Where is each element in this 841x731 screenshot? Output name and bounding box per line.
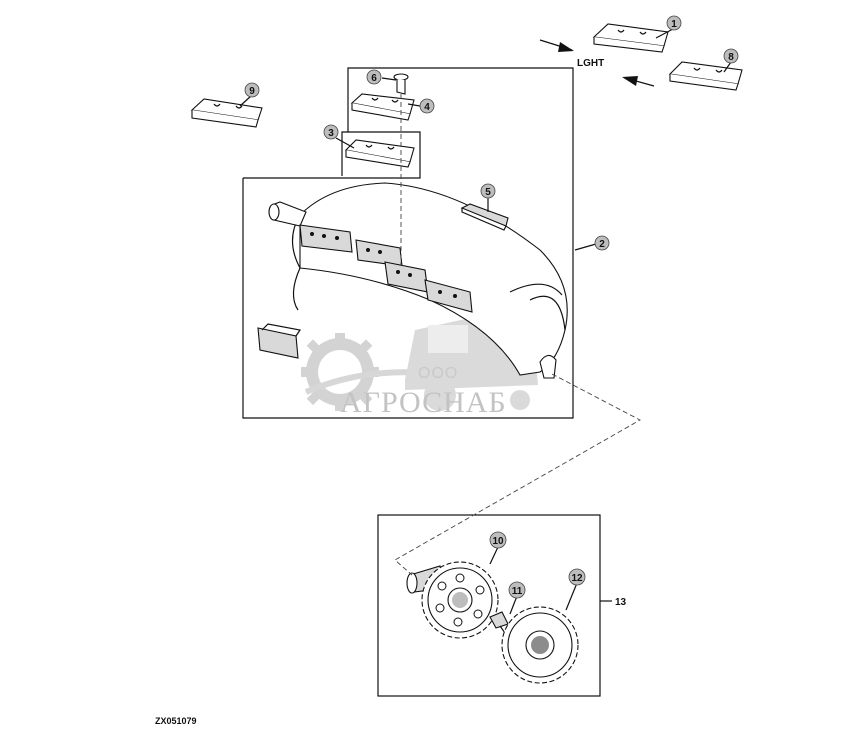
- drawing-id: ZX051079: [155, 716, 197, 726]
- callout-number: 4: [424, 102, 430, 113]
- callout-2: 2: [594, 235, 610, 251]
- part-6-bolt: [393, 73, 409, 95]
- part-9-flap: [190, 98, 263, 128]
- part-10-sprocket-shaft: [406, 561, 499, 639]
- direction-arrows: [539, 39, 655, 87]
- part-3-plate: [344, 139, 415, 168]
- callout-number: 6: [371, 73, 377, 84]
- part-8-flap: [668, 61, 743, 91]
- watermark-company-name: АГРОСНАБ: [340, 386, 507, 419]
- callout-number: 11: [512, 586, 523, 597]
- callout-10: 10: [489, 531, 507, 549]
- callout-number: 10: [492, 536, 504, 547]
- group-outline-3: [341, 131, 348, 176]
- part-5-strap: [460, 203, 509, 231]
- direction-label: LGHT: [577, 58, 604, 69]
- leader-lines: [239, 28, 732, 615]
- callout-5: 5: [480, 183, 496, 199]
- callout-3: 3: [323, 124, 339, 140]
- callout-number: 2: [599, 239, 605, 250]
- callout-13-label: 13: [615, 597, 627, 608]
- gear-logo: [301, 333, 471, 411]
- callout-number: 1: [671, 19, 677, 30]
- callout-4: 4: [419, 98, 435, 114]
- part-4-plate: [350, 93, 415, 121]
- drum-cylinder: [257, 182, 568, 379]
- callout-number: 8: [728, 52, 734, 63]
- callout-12: 12: [568, 568, 586, 586]
- callout-6: 6: [366, 69, 382, 85]
- part-1-flap: [592, 23, 669, 53]
- callout-9: 9: [244, 82, 260, 98]
- callout-8: 8: [723, 48, 739, 64]
- watermark-org-type: ООО: [418, 365, 458, 382]
- callout-number: 5: [485, 187, 491, 198]
- drum-slats: [299, 224, 473, 313]
- group-outline-13: [377, 514, 601, 697]
- agrosnab-watermark: ООО АГРОСНАБ: [301, 300, 538, 419]
- callout-1: 1: [666, 15, 682, 31]
- combine-harvester-logo: [405, 300, 538, 411]
- group-outline-2: [242, 67, 574, 419]
- callout-number: 12: [571, 573, 583, 584]
- part-12-sprocket: [501, 606, 579, 684]
- callout-number: 3: [328, 128, 334, 139]
- callout-number: 9: [249, 86, 255, 97]
- callout-11: 11: [508, 581, 526, 599]
